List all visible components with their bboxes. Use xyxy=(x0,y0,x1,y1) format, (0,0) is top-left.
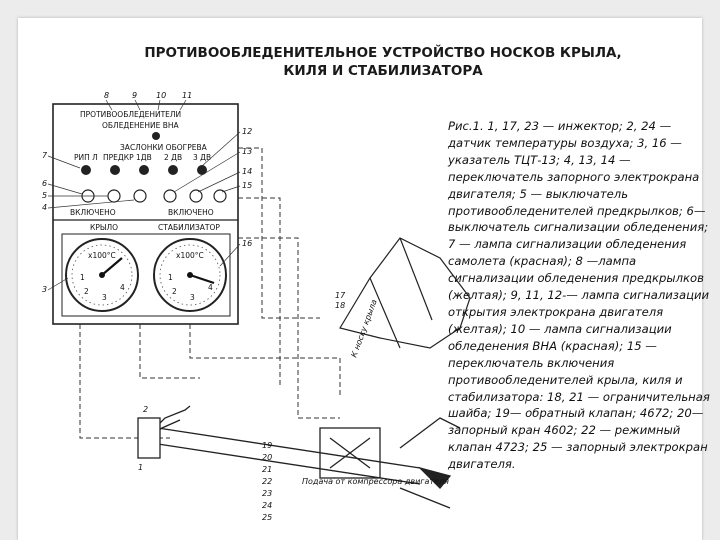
switch-5 xyxy=(107,189,121,203)
gauge-right-tick-2: 2 xyxy=(172,287,177,296)
callout-10: 10 xyxy=(156,91,166,100)
gauge-right-tick-3: 3 xyxy=(190,293,195,302)
callout-22: 22 xyxy=(262,477,272,486)
lamp-label-2: ПРЕДКР xyxy=(103,153,134,162)
switch-14 xyxy=(189,189,203,203)
lamp-12 xyxy=(197,165,207,175)
gauge-left-tick-2: 2 xyxy=(84,287,89,296)
callout-1: 1 xyxy=(138,463,143,472)
wing-section xyxy=(339,237,471,349)
switch-15 xyxy=(213,189,227,203)
callout-8: 8 xyxy=(104,91,109,100)
slide: ПРОТИВООБЛЕДЕНИТЕЛЬНОЕ УСТРОЙСТВО НОСКОВ… xyxy=(18,18,710,540)
lamp-label-5: 3 ДВ xyxy=(193,153,211,162)
gauge-right xyxy=(153,238,227,312)
callout-3: 3 xyxy=(42,285,47,294)
callout-13: 13 xyxy=(242,147,252,156)
gauge-right-scale: x100°C xyxy=(176,251,204,260)
engine-label: Подача от компрессора двигателя xyxy=(302,477,449,486)
gauge-right-label: СТАБИЛИЗАТОР xyxy=(158,223,220,232)
gauge-left-tick-3: 3 xyxy=(102,293,107,302)
callout-24: 24 xyxy=(262,501,272,510)
figure-legend-text: 1, 17, 23 — инжектор; 2, 24 — датчик тем… xyxy=(448,119,710,472)
gauge-left-needle xyxy=(101,257,123,276)
callout-4: 4 xyxy=(42,203,47,212)
callout-12: 12 xyxy=(242,127,252,136)
figure-label: Рис.1. xyxy=(448,119,484,133)
control-panel xyxy=(52,103,239,325)
gauge-left-scale: x100°C xyxy=(88,251,116,260)
figure-caption: Рис.1. 1, 17, 23 — инжектор; 2, 24 — дат… xyxy=(448,118,710,473)
switch-4 xyxy=(133,189,147,203)
callout-20: 20 xyxy=(262,453,272,462)
valve-header: ЗАСЛОНКИ ОБОГРЕВА xyxy=(120,143,208,152)
callout-14: 14 xyxy=(242,167,252,176)
gauge-left-tick-4: 4 xyxy=(120,283,125,292)
callout-2: 2 xyxy=(143,405,148,414)
air-duct xyxy=(137,405,461,509)
switch-13 xyxy=(163,189,177,203)
callout-11: 11 xyxy=(182,91,192,100)
gauge-right-tick-4: 4 xyxy=(208,283,213,292)
callout-6: 6 xyxy=(42,179,47,188)
switch-right-caption: ВКЛЮЧЕНО xyxy=(168,208,214,217)
gauge-left-label: КРЫЛО xyxy=(90,223,118,232)
panel-header-icing: ПРОТИВООБЛЕДЕНИТЕЛИ xyxy=(80,110,181,119)
gauge-left-tick-1: 1 xyxy=(80,273,85,282)
lamp-9 xyxy=(139,165,149,175)
callout-21: 21 xyxy=(262,465,272,474)
lamp-label-3: 1ДВ xyxy=(136,153,152,162)
lamp-10 xyxy=(152,132,160,140)
callout-16: 16 xyxy=(242,239,252,248)
callout-15: 15 xyxy=(242,181,252,190)
callout-18: 18 xyxy=(335,301,345,310)
switch-caption: ВКЛЮЧЕНО xyxy=(70,208,116,217)
callout-25: 25 xyxy=(262,513,272,522)
callout-9: 9 xyxy=(132,91,137,100)
callout-7: 7 xyxy=(42,151,48,160)
wing-label: К носку крыла xyxy=(349,298,378,359)
callout-19: 19 xyxy=(262,441,272,450)
title-line-1: ПРОТИВООБЛЕДЕНИТЕЛЬНОЕ УСТРОЙСТВО НОСКОВ… xyxy=(144,45,622,61)
lamp-7 xyxy=(81,165,91,175)
lamp-row xyxy=(81,132,207,175)
callout-17: 17 xyxy=(335,291,346,300)
lamp-8 xyxy=(110,165,120,175)
lamp-label-1: РИП Л xyxy=(74,153,98,162)
slide-title: ПРОТИВООБЛЕДЕНИТЕЛЬНОЕ УСТРОЙСТВО НОСКОВ… xyxy=(58,44,708,80)
panel-header-vna: ОБЛЕДЕНЕНИЕ ВНА xyxy=(102,121,180,130)
gauge-right-tick-1: 1 xyxy=(168,273,173,282)
title-line-2: КИЛЯ И СТАБИЛИЗАТОРА xyxy=(283,63,483,79)
anti-icing-schematic: ПРОТИВООБЛЕДЕНИТЕЛИ ОБЛЕДЕНЕНИЕ ВНА ЗАСЛ… xyxy=(42,91,471,522)
callout-5: 5 xyxy=(42,191,47,200)
gauge-right-needle xyxy=(189,273,215,285)
lamp-11 xyxy=(168,165,178,175)
lamp-label-4: 2 ДВ xyxy=(164,153,182,162)
gauge-left xyxy=(65,238,139,312)
callout-23: 23 xyxy=(262,489,272,498)
